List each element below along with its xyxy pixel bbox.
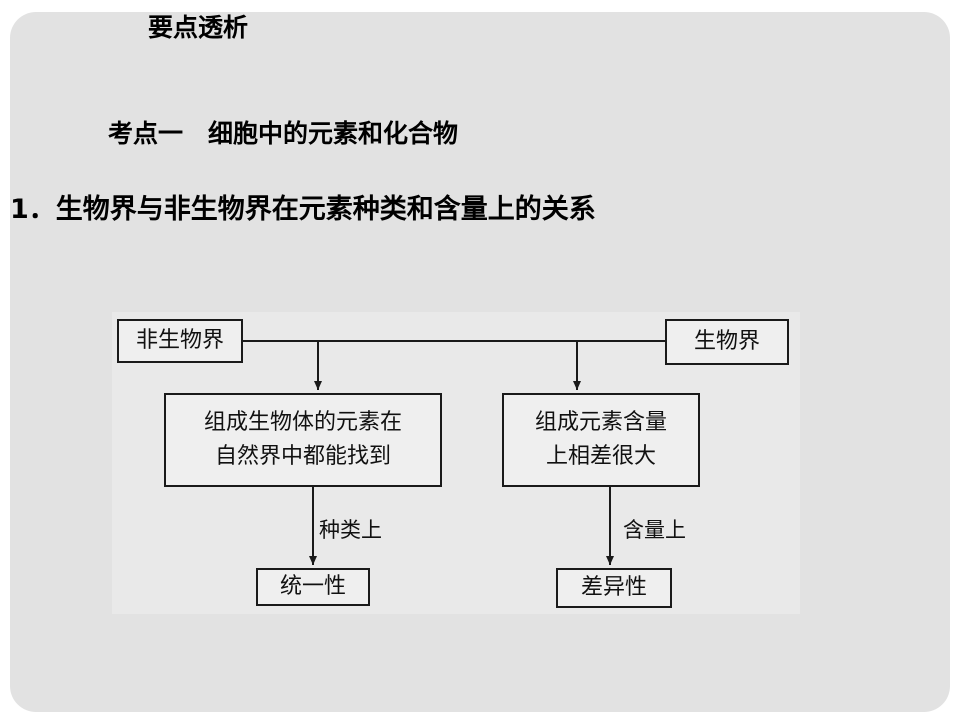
content-differs-line-1: 组成元素含量 (534, 410, 667, 435)
nonliving-world-box: 非生物界 (117, 319, 243, 363)
topic-title: 考点一 细胞中的元素和化合物 (108, 119, 459, 148)
connector-lines (243, 340, 665, 565)
difference-box: 差异性 (556, 568, 672, 608)
kind-label: 种类上 (319, 518, 382, 542)
unity-label: 统一性 (279, 574, 346, 599)
content-label: 含量上 (623, 518, 686, 542)
elements-found-box: 组成生物体的元素在 自然界中都能找到 (164, 393, 442, 487)
nonliving-world-label: 非生物界 (135, 328, 224, 353)
unity-box: 统一性 (256, 568, 370, 606)
living-world-label: 生物界 (693, 329, 760, 354)
slide-heading: 要点透析 (148, 13, 249, 42)
content-differs-line-2: 上相差很大 (545, 444, 656, 469)
difference-label: 差异性 (580, 575, 647, 600)
content-differs-box: 组成元素含量 上相差很大 (502, 393, 700, 487)
relationship-diagram: 非生物界 生物界 组成生物体的元素在 自然界中都能找到 组成元素含量 上相差很大… (112, 312, 800, 614)
elements-found-line-2: 自然界中都能找到 (214, 444, 391, 469)
point-title: 1．生物界与非生物界在元素种类和含量上的关系 (10, 194, 596, 225)
elements-found-line-1: 组成生物体的元素在 (203, 410, 402, 435)
living-world-box: 生物界 (665, 319, 789, 365)
